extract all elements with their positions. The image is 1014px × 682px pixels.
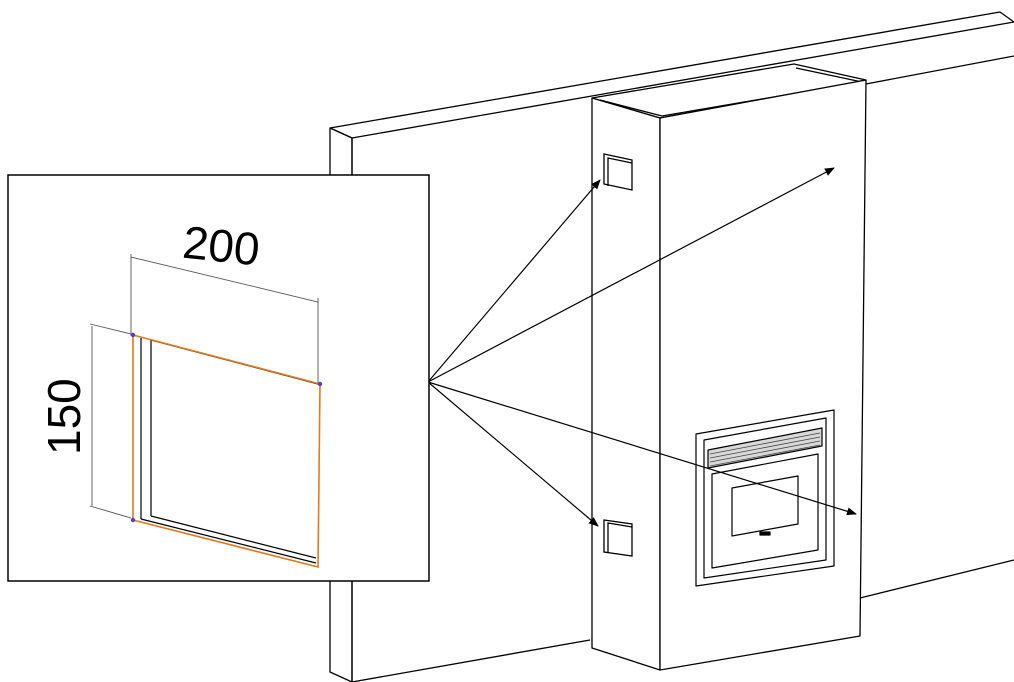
back-wall-bottom-edge-right xyxy=(859,559,1014,599)
width-dimension-line xyxy=(130,256,319,303)
arrow-to-lower-right-opening xyxy=(427,381,857,516)
upper-left-opening xyxy=(603,153,633,191)
arrow-to-upper-right-opening xyxy=(427,167,835,383)
arrow-to-upper-left-opening xyxy=(427,179,601,383)
sketch-points xyxy=(130,332,323,523)
dimension-lines xyxy=(89,254,319,519)
opening-sketch-outline xyxy=(132,333,321,569)
fireplace-grille-slats xyxy=(709,432,821,467)
detail-view: 200 150 xyxy=(7,174,430,582)
chimney-front-face xyxy=(659,79,867,671)
back-wall-top-right xyxy=(865,55,1014,85)
fireplace-handle xyxy=(759,531,771,536)
fireplace-insert xyxy=(695,409,835,587)
chimney-box xyxy=(591,55,1014,671)
height-dimension-label: 150 xyxy=(38,378,90,455)
lower-left-opening xyxy=(603,519,633,557)
arrow-to-lower-left-opening xyxy=(427,381,599,527)
back-wall-bottom-edge-left xyxy=(351,639,591,682)
width-dimension-label: 200 xyxy=(180,216,262,276)
callout-arrows xyxy=(427,167,857,527)
detail-view-frame xyxy=(7,174,430,582)
